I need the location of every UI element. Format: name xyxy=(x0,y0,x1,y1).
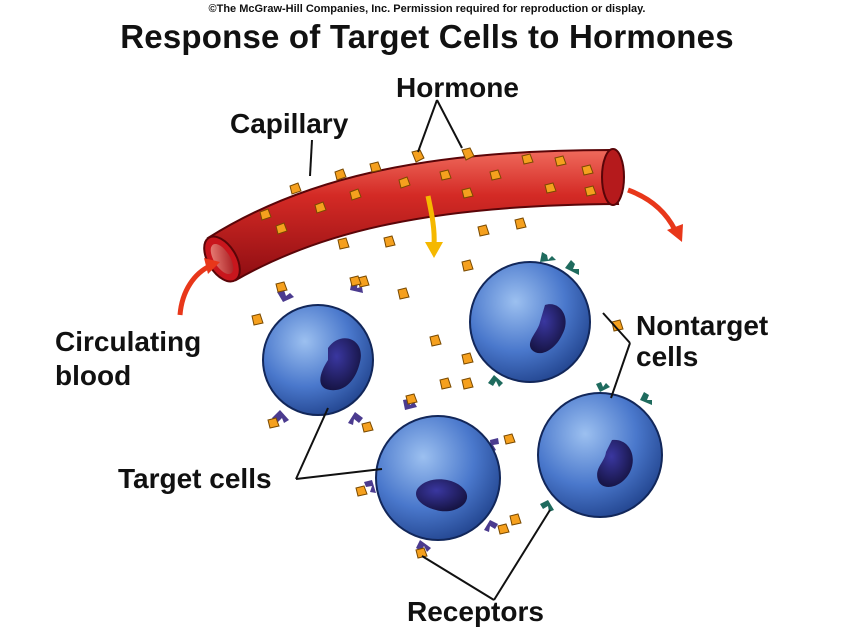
capillary-label: Capillary xyxy=(230,108,349,139)
target-cell-lower xyxy=(355,393,516,559)
copyright-notice: ©The McGraw-Hill Companies, Inc. Permiss… xyxy=(208,3,646,15)
hormone-molecule xyxy=(584,185,597,197)
receptors-leader xyxy=(421,509,551,601)
bound-hormone xyxy=(267,417,280,429)
hormone-molecule xyxy=(398,176,411,189)
nucleus xyxy=(320,338,361,391)
hormone-molecule xyxy=(383,235,396,248)
hormones-in-capillary xyxy=(259,147,597,235)
hormone-molecule xyxy=(314,201,327,214)
hormone-molecule xyxy=(554,155,567,167)
hormone-molecule xyxy=(337,237,350,250)
circulating-blood-label-line1: Circulating xyxy=(55,326,202,357)
circulating-blood-label-line2: blood xyxy=(55,360,132,391)
hormone-molecule xyxy=(349,188,362,201)
hormone-molecule xyxy=(251,313,264,326)
receptors-label: Receptors xyxy=(407,596,544,627)
nontarget-cells-label-line2: cells xyxy=(636,341,699,372)
target-cells-leader xyxy=(295,407,383,480)
leader-lines xyxy=(295,99,631,601)
hormone-molecule xyxy=(611,319,624,332)
hormone-release-arrow xyxy=(425,195,443,258)
hormone-molecule xyxy=(544,182,557,194)
hormone-molecule xyxy=(275,222,288,235)
bound-hormone xyxy=(503,433,516,445)
hormone-molecule xyxy=(521,153,534,165)
bound-hormone xyxy=(355,485,368,497)
hormone-molecule xyxy=(461,377,474,390)
bound-hormone xyxy=(361,421,374,433)
capillary-vessel xyxy=(203,148,625,283)
hormone-molecule xyxy=(461,147,475,161)
hormone-molecule xyxy=(477,224,490,237)
nontarget-cell-upper xyxy=(469,252,591,387)
hormone-molecule xyxy=(514,217,527,230)
hormone-molecule xyxy=(581,164,594,176)
hormone-molecule xyxy=(461,259,474,272)
bound-hormone xyxy=(275,281,288,293)
hormone-molecule xyxy=(369,161,382,173)
hormone-molecule xyxy=(461,352,474,365)
hormone-molecule xyxy=(289,182,302,195)
hormone-molecule xyxy=(411,149,425,163)
diagram-title: Response of Target Cells to Hormones xyxy=(120,18,734,55)
nucleus xyxy=(416,479,468,512)
nontarget-cells-label-line1: Nontarget xyxy=(636,310,769,341)
target-cells-label: Target cells xyxy=(118,463,272,494)
nontarget-receptors xyxy=(488,252,579,387)
hormone-leader xyxy=(417,99,463,153)
bound-hormone xyxy=(415,547,428,559)
nontarget-receptors xyxy=(540,382,652,512)
nucleus xyxy=(597,439,633,487)
hormone-molecule xyxy=(334,168,347,181)
bound-hormone xyxy=(497,523,510,535)
nucleus xyxy=(529,304,566,354)
blood-flow-arrows xyxy=(177,187,683,316)
hormone-molecule xyxy=(489,169,502,181)
nontarget-leader xyxy=(602,312,631,399)
hormone-label: Hormone xyxy=(396,72,519,103)
capillary-leader xyxy=(309,139,313,177)
bound-hormone xyxy=(405,393,418,405)
hormone-molecule xyxy=(439,169,452,181)
hormone-molecule xyxy=(429,334,442,347)
hormone-molecule xyxy=(259,208,272,221)
hormone-molecule xyxy=(439,377,452,390)
nontarget-cell-lower xyxy=(537,382,663,518)
hormone-molecule xyxy=(461,187,474,199)
target-cell-left xyxy=(262,275,374,433)
hormone-molecule xyxy=(509,513,522,526)
free-hormones xyxy=(251,217,624,526)
bound-hormone xyxy=(349,275,362,287)
hormone-molecule xyxy=(397,287,410,300)
